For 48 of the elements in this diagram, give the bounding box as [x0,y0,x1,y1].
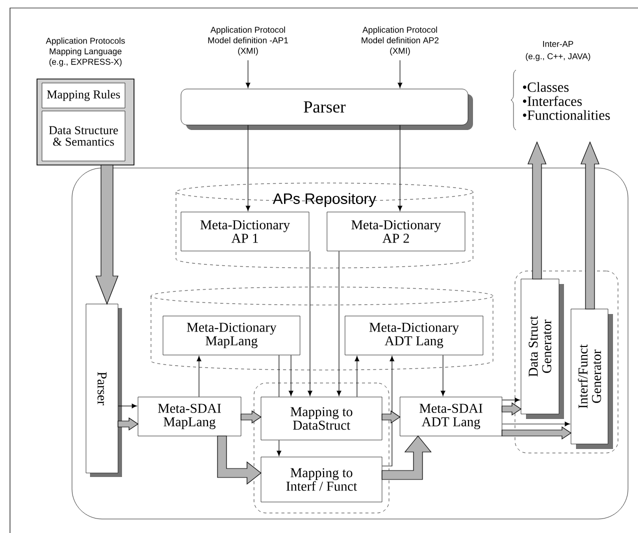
arrow [354,356,360,398]
generator-box: Data Struct Generator [520,278,564,419]
arrow [246,60,250,88]
arrow [502,398,520,402]
process-box: Data Structure & Semantics [42,110,126,162]
parser-box: Parser [180,88,473,130]
arrow [288,354,294,396]
input-label: Application Protocol Model definition -AP1 (XMI) [208,26,288,56]
block-arrow [528,141,546,280]
generator-box: Interf/Funct Generator [570,308,613,449]
block-arrow [217,436,262,485]
bullet-item: •Interfaces [522,96,582,106]
dictionary-box: Meta-Dictionary MapLang [162,316,300,356]
arrow [502,422,570,426]
arrow [246,124,250,211]
parser-box: Parser [86,304,122,477]
arrow [398,60,402,88]
arrow [308,250,312,396]
panel-heading: Application Protocols Mapping Language (e.g., EXPRESS-X) [46,38,125,66]
connector-line [278,354,280,398]
block-arrow [382,436,432,480]
block-arrow [96,164,118,305]
block-arrow [118,417,139,431]
bullet-item: •Classes [522,82,569,92]
block-arrow [240,410,262,424]
group-outline [514,270,618,454]
arrow [398,124,402,211]
input-label: Application Protocol Model definition AP2 (XMI) [362,26,439,56]
process-box: Meta-SDAI MapLang [138,396,242,436]
arrow [276,440,282,456]
arrow [196,356,202,398]
block-arrow [580,141,600,310]
block-arrow [502,426,572,440]
arrow [336,250,342,396]
arrow [118,404,137,408]
block-arrow [502,402,522,416]
process-box: Meta-SDAI ADT Lang [400,396,502,436]
process-box: Mapping to Interf / Funct [260,456,382,502]
output-label: (e.g., C++, JAVA) [526,53,590,61]
process-box: Mapping to DataStruct [260,396,382,440]
output-label: Inter-AP [543,41,574,47]
arrow [382,356,394,466]
dictionary-box: Meta-Dictionary ADT Lang [344,316,484,356]
block-arrow [382,410,401,424]
arrow [440,354,446,396]
bullet-item: •Functionalities [522,110,610,120]
process-box: Mapping Rules [42,82,126,108]
group-outline [254,382,390,514]
